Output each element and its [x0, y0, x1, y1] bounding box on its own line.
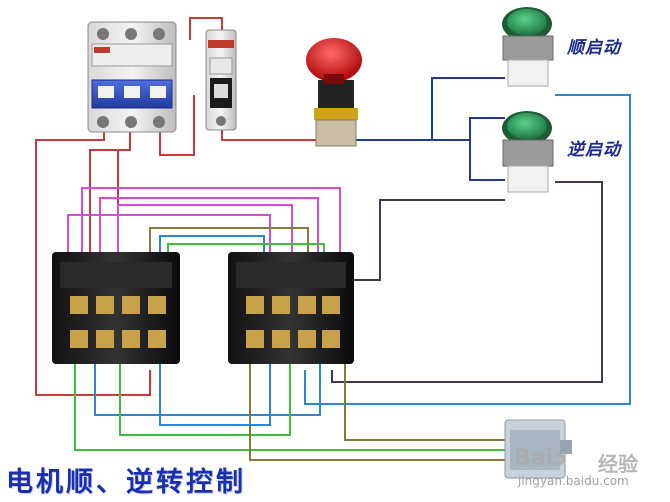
contactor-reverse [228, 252, 354, 364]
wire-blue-ctrl [304, 94, 631, 405]
forward-start-button [502, 7, 554, 87]
wire-navy-start2b [469, 118, 505, 181]
wire-olive-out [249, 360, 512, 461]
stop-button [306, 38, 362, 147]
watermark-brand-cn: 经验 [598, 452, 638, 476]
wires [35, 17, 631, 461]
wire-dark-ctrl2 [331, 181, 603, 383]
wire-olive-out2 [344, 360, 512, 441]
wire-magenta-3 [117, 204, 293, 258]
wire-green-top [167, 243, 325, 258]
wire-magenta-1 [81, 187, 341, 258]
wire-blue-out2 [159, 360, 271, 426]
watermark: Baiↄ 经验 jingyan.baidu.com [514, 446, 664, 496]
wire-navy-start2 [432, 117, 505, 141]
wire-red-l1 [35, 125, 151, 396]
wire-red-l2 [89, 125, 131, 255]
reverse-start-label: 逆启动 [567, 140, 621, 160]
wire-navy-start1 [350, 77, 505, 141]
reverse-start-button [502, 111, 554, 193]
single-pole-breaker [205, 29, 237, 131]
watermark-url: jingyan.baidu.com [518, 474, 629, 488]
diagram-title: 电机顺、逆转控制 [6, 467, 246, 498]
contactor-forward [52, 252, 180, 364]
wire-red-l3 [159, 95, 195, 156]
three-pole-breaker [87, 21, 177, 133]
wire-magenta-2 [99, 197, 319, 258]
wire-blue-out [94, 360, 321, 416]
motor [504, 419, 572, 479]
wire-blue-1 [159, 235, 265, 258]
wire-green-out2 [74, 360, 510, 451]
wire-red-control [189, 17, 223, 40]
wire-magenta-4 [67, 214, 271, 258]
wire-red-stop [221, 130, 320, 141]
forward-start-label: 顺启动 [567, 38, 621, 58]
watermark-brand: Baiↄ [514, 446, 567, 471]
wire-dark-ctrl [340, 199, 505, 281]
wire-green-out1 [119, 360, 291, 436]
